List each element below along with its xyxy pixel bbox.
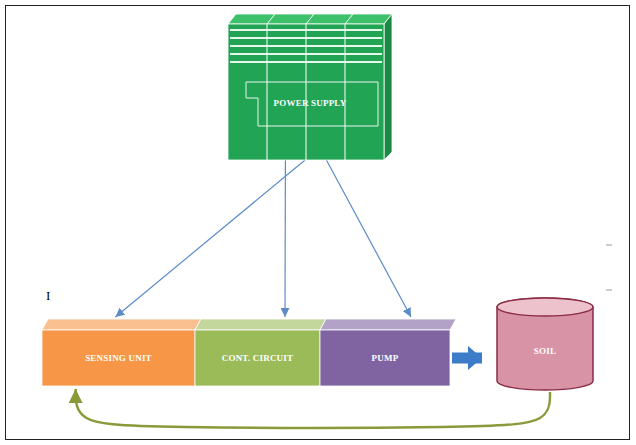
cylinder-top (497, 298, 593, 316)
pump-block: PUMP (320, 330, 450, 386)
block-top-face (195, 319, 326, 330)
cabinet-drawing (228, 14, 392, 160)
control-circuit-block: CONT. CIRCUIT (195, 330, 320, 386)
power-supply-cabinet: POWER SUPPLY (228, 14, 392, 160)
power-line (326, 160, 411, 317)
block-top-face (42, 319, 201, 330)
cylinder-body (497, 298, 593, 390)
soil-cylinder-shape (495, 298, 595, 390)
block-front-face (320, 330, 450, 386)
power-line (115, 160, 305, 317)
feedback-arrow (76, 389, 550, 428)
node-label: CONT. CIRCUIT (222, 353, 293, 363)
power-line (284, 160, 286, 317)
node-label: POWER SUPPLY (274, 98, 347, 108)
block-front-face (42, 330, 195, 386)
sensing-unit-block: SENSING UNIT (42, 330, 195, 386)
tick-mark (606, 245, 612, 246)
flow-arrow (452, 353, 482, 364)
node-label: SENSING UNIT (85, 353, 152, 363)
frame-border (6, 6, 630, 440)
power-supply-cabinet-shape (228, 14, 392, 160)
block-front-face (195, 330, 320, 386)
soil-cylinder: SOIL (495, 298, 595, 390)
stray-label: I (46, 288, 50, 304)
node-label: SOIL (534, 346, 556, 356)
node-label: PUMP (372, 353, 399, 363)
tick-mark (606, 290, 612, 291)
block-top-face (320, 319, 456, 330)
